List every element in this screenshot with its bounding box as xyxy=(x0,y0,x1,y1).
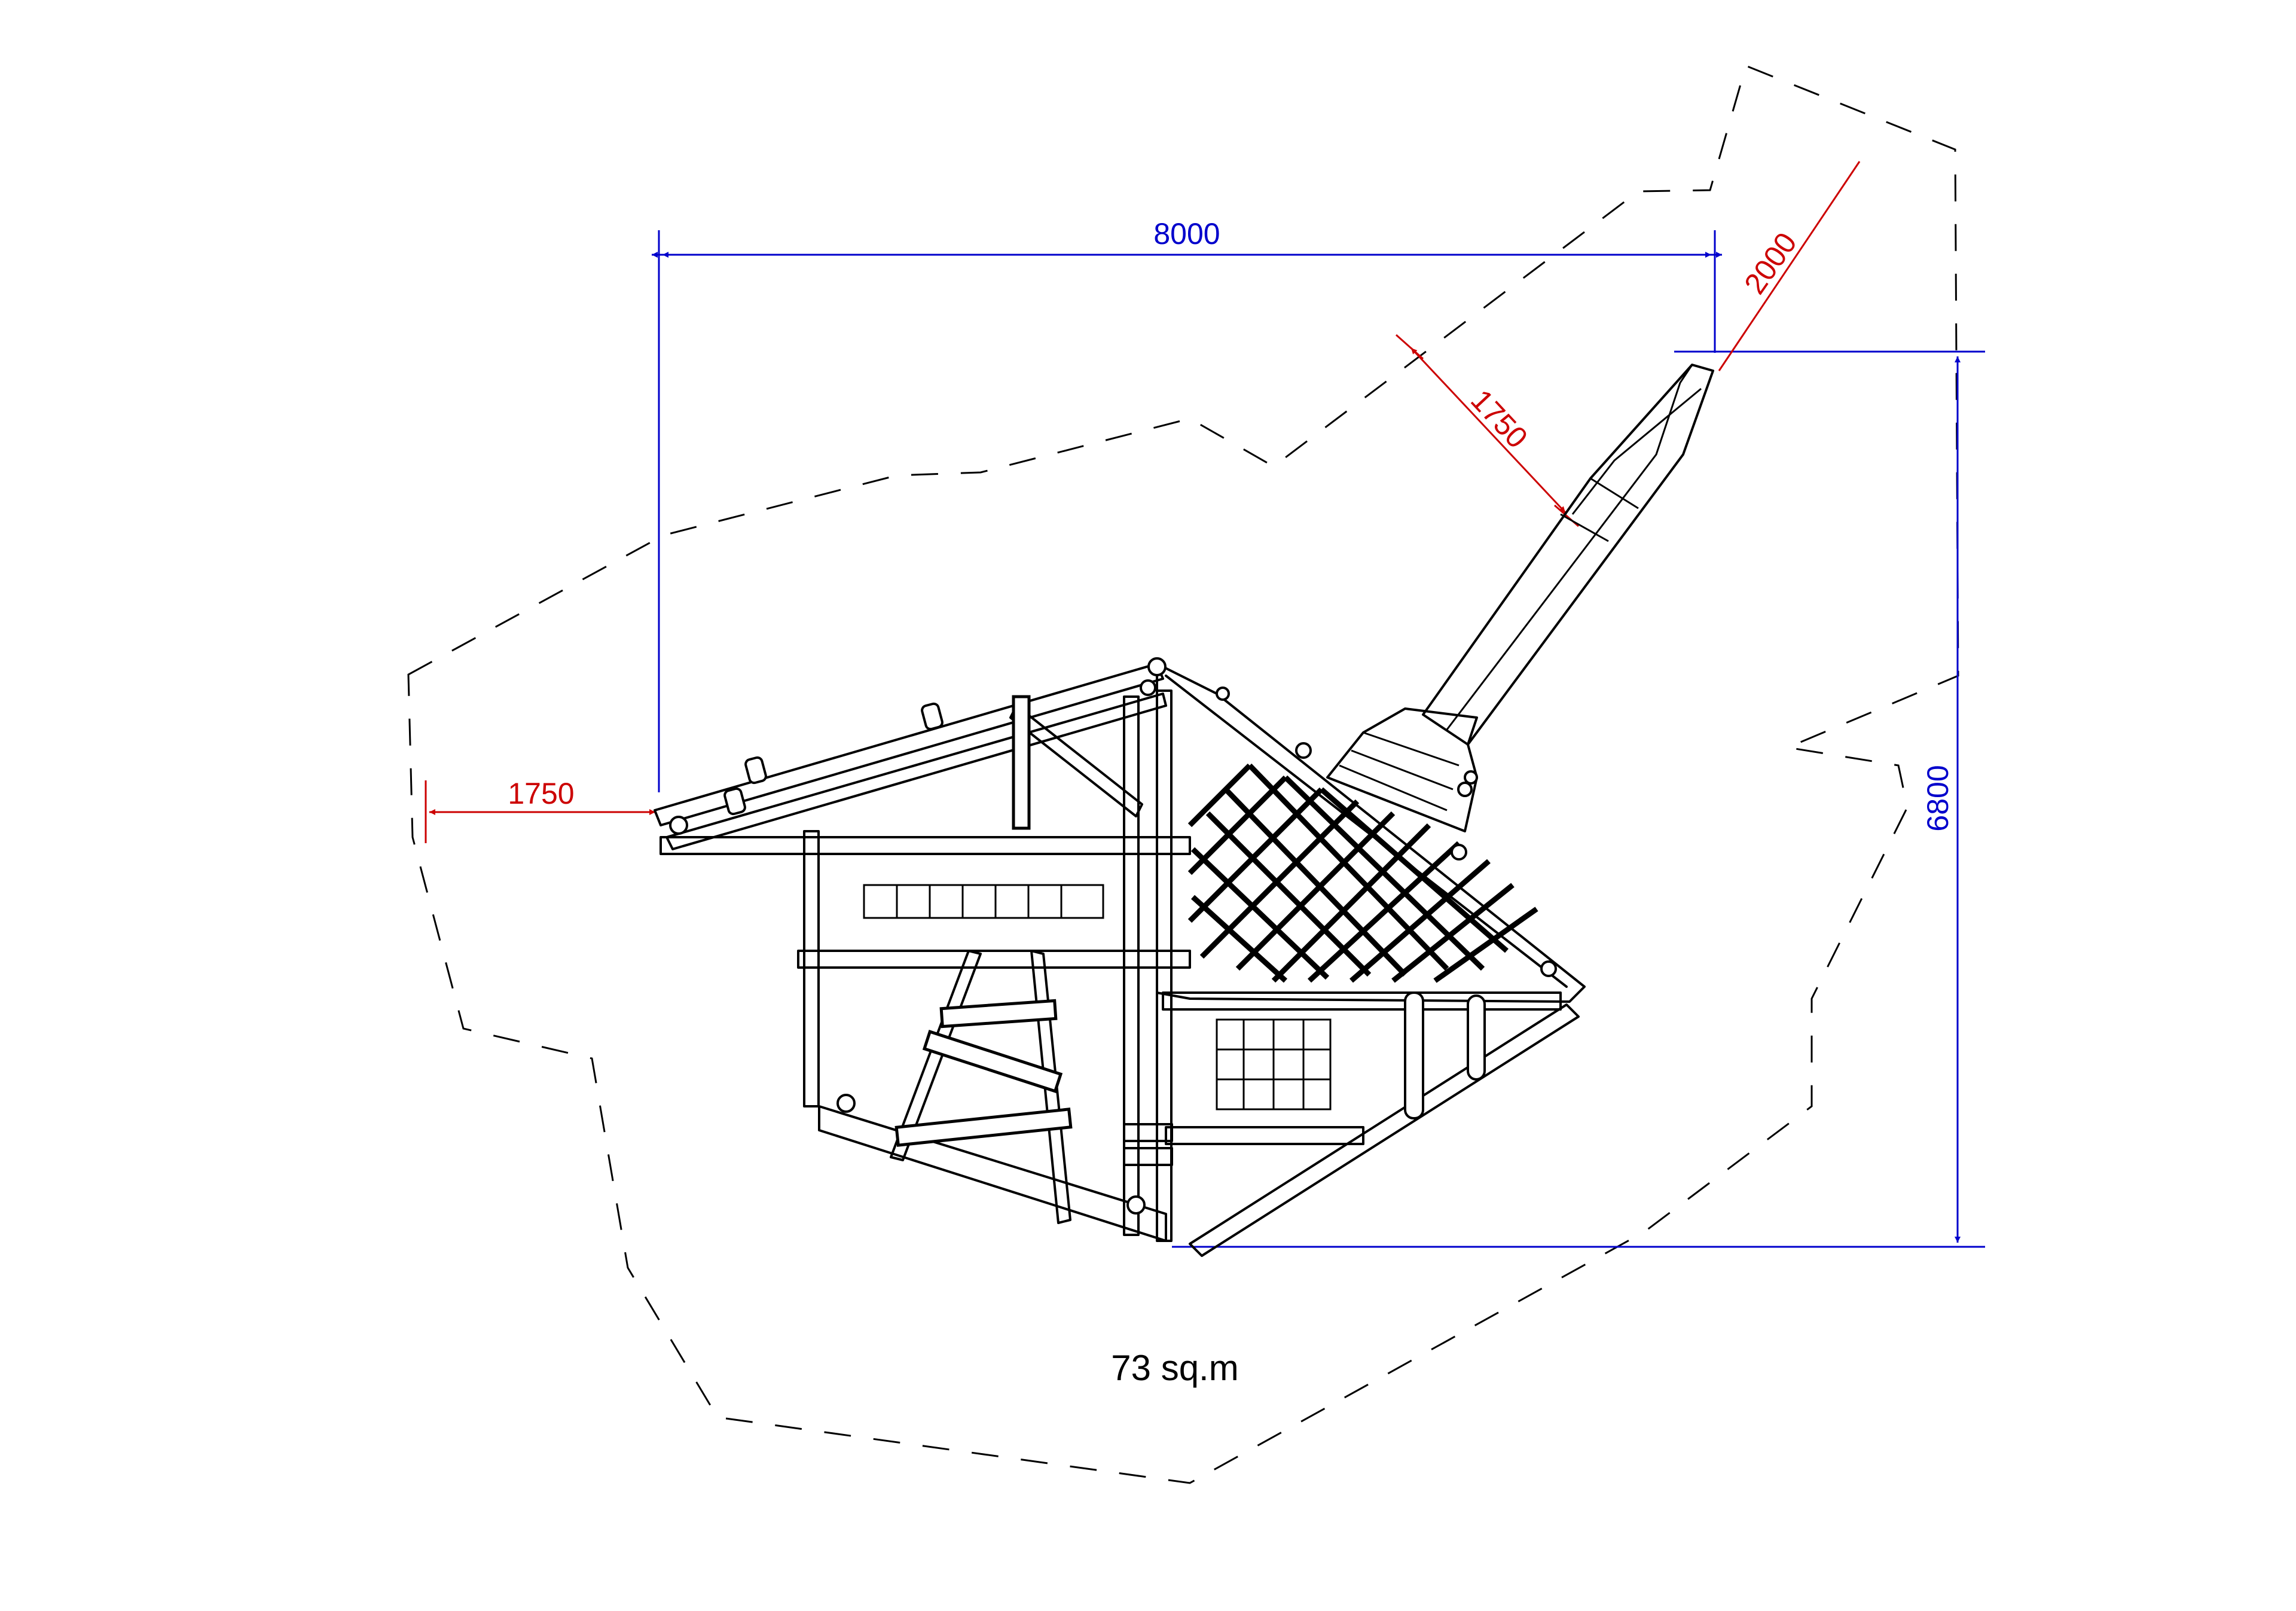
height-dimension-label: 6800 xyxy=(1921,765,1955,831)
safety-zone-outline xyxy=(407,64,1959,1484)
slide-length-label: 1750 xyxy=(1464,383,1534,455)
climbing-wall-panel xyxy=(660,689,1191,1242)
sloped-roof-beams xyxy=(654,657,1167,850)
left-clearance-dimension: 1750 xyxy=(425,777,655,843)
rope-net-panel xyxy=(863,884,1104,919)
left-clearance-label: 1750 xyxy=(508,777,574,810)
width-dimension-label: 8000 xyxy=(1153,217,1220,251)
slide-length-dimension: 1750 xyxy=(1396,334,1579,527)
slide-exit-dimension: 2000 xyxy=(1718,161,1861,371)
slide xyxy=(1326,364,1714,832)
hanging-net-strip xyxy=(1012,695,1031,830)
inclined-ladder xyxy=(890,950,1073,1224)
cargo-net xyxy=(1187,763,1538,983)
lower-net-panel xyxy=(1216,1018,1332,1110)
climbing-net-deck xyxy=(1156,663,1586,1003)
height-dimension: 6800 xyxy=(1172,350,1985,1248)
area-label: 73 sq.m xyxy=(1111,1348,1238,1388)
slide-exit-label: 2000 xyxy=(1738,227,1803,300)
width-dimension: 8000 xyxy=(652,217,1722,792)
play-structure xyxy=(654,364,1714,1257)
lower-deck xyxy=(1123,991,1580,1257)
